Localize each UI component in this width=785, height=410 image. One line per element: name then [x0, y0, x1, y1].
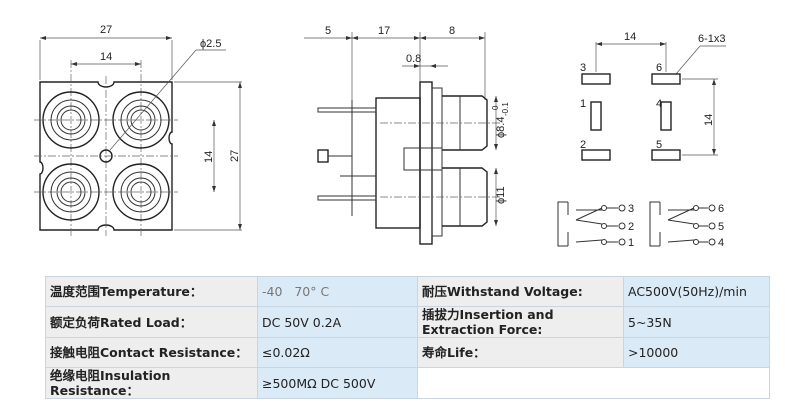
pcb-dim-spacing-h: 14 — [624, 31, 636, 43]
spec-value-contact-resistance: ≤0.02Ω — [257, 337, 418, 368]
side-dim-tol-upper: 0 — [491, 105, 500, 110]
spec-value-temperature: -40 70° C — [257, 276, 418, 307]
schematic-left-pin-2: 2 — [628, 221, 634, 233]
front-dim-width: 27 — [100, 24, 112, 36]
front-center-hole — [99, 149, 113, 163]
pcb-pin-4: 4 — [656, 98, 662, 110]
spec-label-temperature: 温度范围Temperature： — [45, 276, 258, 307]
pcb-pin-6: 6 — [656, 62, 662, 74]
side-view: 5 17 8 0.8 ϕ8.4 0 -0.1 — [304, 25, 510, 245]
front-dim-height: 27 — [229, 150, 241, 162]
pcb-pin-2: 2 — [580, 139, 586, 151]
spec-row: 额定负荷Rated Load： DC 50V 0.2A 插拔力Insertion… — [45, 306, 770, 338]
pcb-pin-1: 1 — [580, 98, 586, 110]
front-jack-top-right — [112, 91, 170, 149]
spec-label-withstand-voltage: 耐压Withstand Voltage: — [417, 276, 624, 307]
front-dim-hole-spacing-v: 14 — [203, 151, 215, 163]
spec-label-life: 寿命Life： — [417, 337, 624, 368]
schematic-right-pin-5: 5 — [718, 221, 724, 233]
front-jack-bottom-right — [112, 163, 170, 221]
front-jack-top-left — [42, 91, 100, 149]
pcb-pad-5 — [651, 149, 681, 161]
spec-label-insulation-resistance: 绝缘电阻Insulation Resistance： — [45, 367, 258, 399]
pcb-pin-5: 5 — [656, 139, 662, 151]
pcb-pad-1 — [590, 101, 602, 131]
side-dim-a: 5 — [325, 25, 331, 37]
pcb-layout: 14 6-1x3 3 6 1 4 2 5 14 — [580, 31, 726, 161]
spec-value-insertion-force: 5~35N — [623, 306, 770, 338]
schematic-left-pin-1: 1 — [628, 237, 634, 249]
spec-value-life: >10000 — [623, 337, 770, 368]
front-jack-bottom-left — [42, 163, 100, 221]
technical-drawing: 27 14 ϕ2.5 27 14 5 17 8 0.8 — [34, 24, 726, 249]
pcb-pin-3: 3 — [580, 62, 586, 74]
side-dim-d: 0.8 — [406, 53, 421, 65]
spec-value-rated-load: DC 50V 0.2A — [257, 306, 418, 338]
spec-label-rated-load: 额定负荷Rated Load： — [45, 306, 258, 338]
side-dim-plug: ϕ8.4 — [495, 117, 507, 138]
spec-row: 绝缘电阻Insulation Resistance： ≥500MΩ DC 500… — [45, 367, 770, 399]
spec-row: 接触电阻Contact Resistance： ≤0.02Ω 寿命Life： >… — [45, 337, 770, 368]
spec-row: 温度范围Temperature： -40 70° C 耐压Withstand V… — [45, 276, 770, 307]
pcb-pad-4 — [660, 101, 672, 131]
schematic-left-pin-3: 3 — [628, 203, 634, 215]
front-view-outline — [39, 81, 173, 231]
spec-value-withstand-voltage: AC500V(50Hz)/min — [623, 276, 770, 307]
pcb-pad-6 — [651, 73, 681, 85]
side-dim-body: ϕ11 — [495, 186, 507, 204]
pcb-pad-2 — [581, 149, 611, 161]
front-dim-hole-spacing-h: 14 — [100, 51, 112, 63]
pcb-pad-3 — [581, 73, 611, 85]
spec-value-insulation-resistance: ≥500MΩ DC 500V — [257, 367, 418, 399]
spec-table: 温度范围Temperature： -40 70° C 耐压Withstand V… — [45, 276, 770, 399]
spec-label-contact-resistance: 接触电阻Contact Resistance： — [45, 337, 258, 368]
side-dim-c: 8 — [449, 25, 455, 37]
spec-label-insertion-force: 插拔力Insertion and Extraction Force: — [417, 306, 624, 338]
side-dim-b: 17 — [378, 25, 390, 37]
front-view: 27 14 ϕ2.5 27 14 — [34, 24, 242, 236]
front-dim-hole-dia: ϕ2.5 — [200, 38, 221, 50]
switch-schematic: 3 2 1 6 5 4 — [557, 201, 724, 249]
pcb-dim-spacing-v: 14 — [703, 114, 715, 126]
schematic-right-pin-6: 6 — [718, 203, 724, 215]
pcb-dim-slot: 6-1x3 — [698, 33, 726, 45]
spec-empty-cell — [417, 367, 770, 399]
schematic-right-pin-4: 4 — [718, 237, 724, 249]
side-dim-tol-lower: -0.1 — [501, 102, 510, 116]
